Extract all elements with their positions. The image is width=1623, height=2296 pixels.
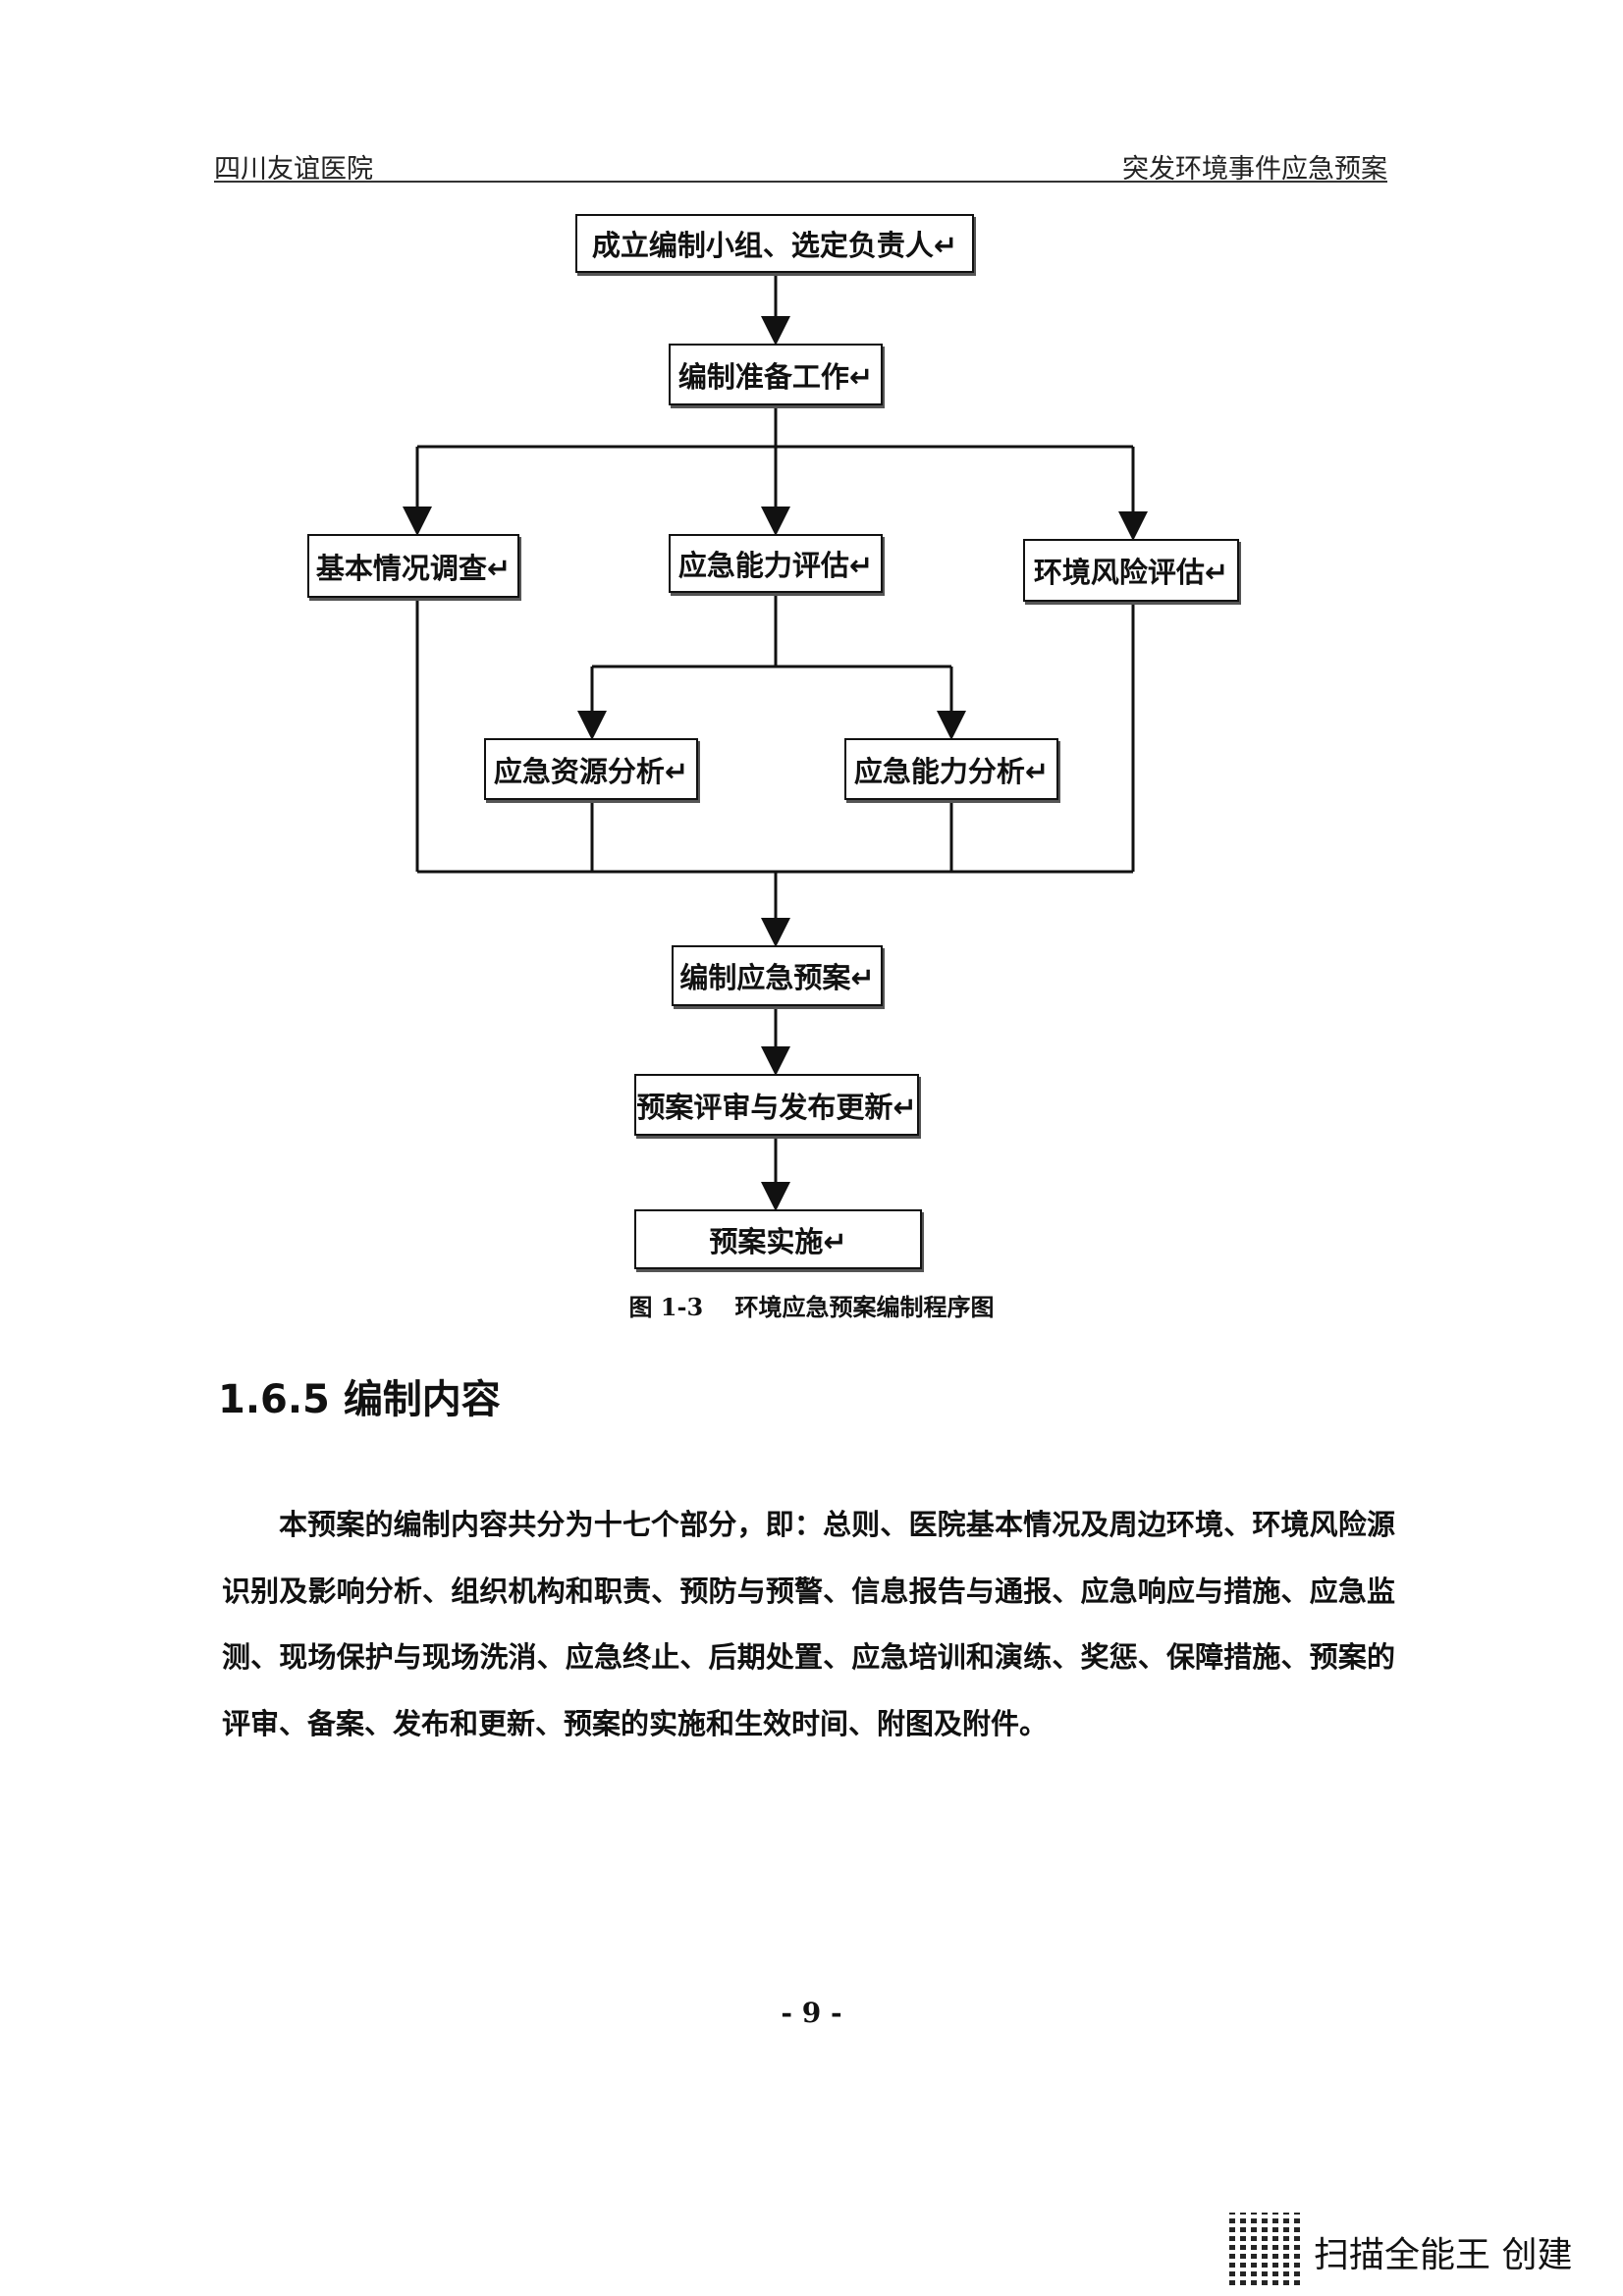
header-rule <box>214 181 1387 183</box>
figure-caption: 图 1-3 环境应急预案编制程序图 <box>628 1293 995 1321</box>
page-number: - 9 - <box>781 1997 842 2029</box>
flow-node-prep: 编制准备工作↵ <box>669 344 883 405</box>
flow-node-review-publish: 预案评审与发布更新↵ <box>634 1074 919 1136</box>
flow-node-risk-eval: 环境风险评估↵ <box>1023 539 1239 602</box>
flow-node-capacity-analysis: 应急能力分析↵ <box>844 738 1058 800</box>
section-heading: 1.6.5 编制内容 <box>218 1377 501 1422</box>
flow-node-basic-survey: 基本情况调查↵ <box>307 534 519 598</box>
header-right: 突发环境事件应急预案 <box>1122 154 1387 185</box>
flow-node-implement: 预案实施↵ <box>634 1209 922 1269</box>
flowchart-connectors <box>403 273 1148 1211</box>
flow-node-form-team: 成立编制小组、选定负责人↵ <box>575 214 974 273</box>
flow-node-resource-analysis: 应急资源分析↵ <box>484 738 698 800</box>
header-left: 四川友谊医院 <box>214 154 373 185</box>
qr-code-icon <box>1229 2213 1300 2285</box>
flow-node-capacity-eval: 应急能力评估↵ <box>669 534 883 593</box>
flow-node-compile-plan: 编制应急预案↵ <box>672 945 883 1006</box>
section-paragraph: 本预案的编制内容共分为十七个部分，即：总则、医院基本情况及周边环境、环境风险源识… <box>222 1508 1395 1740</box>
scanner-watermark: 扫描全能王 创建 <box>1314 2235 1573 2275</box>
